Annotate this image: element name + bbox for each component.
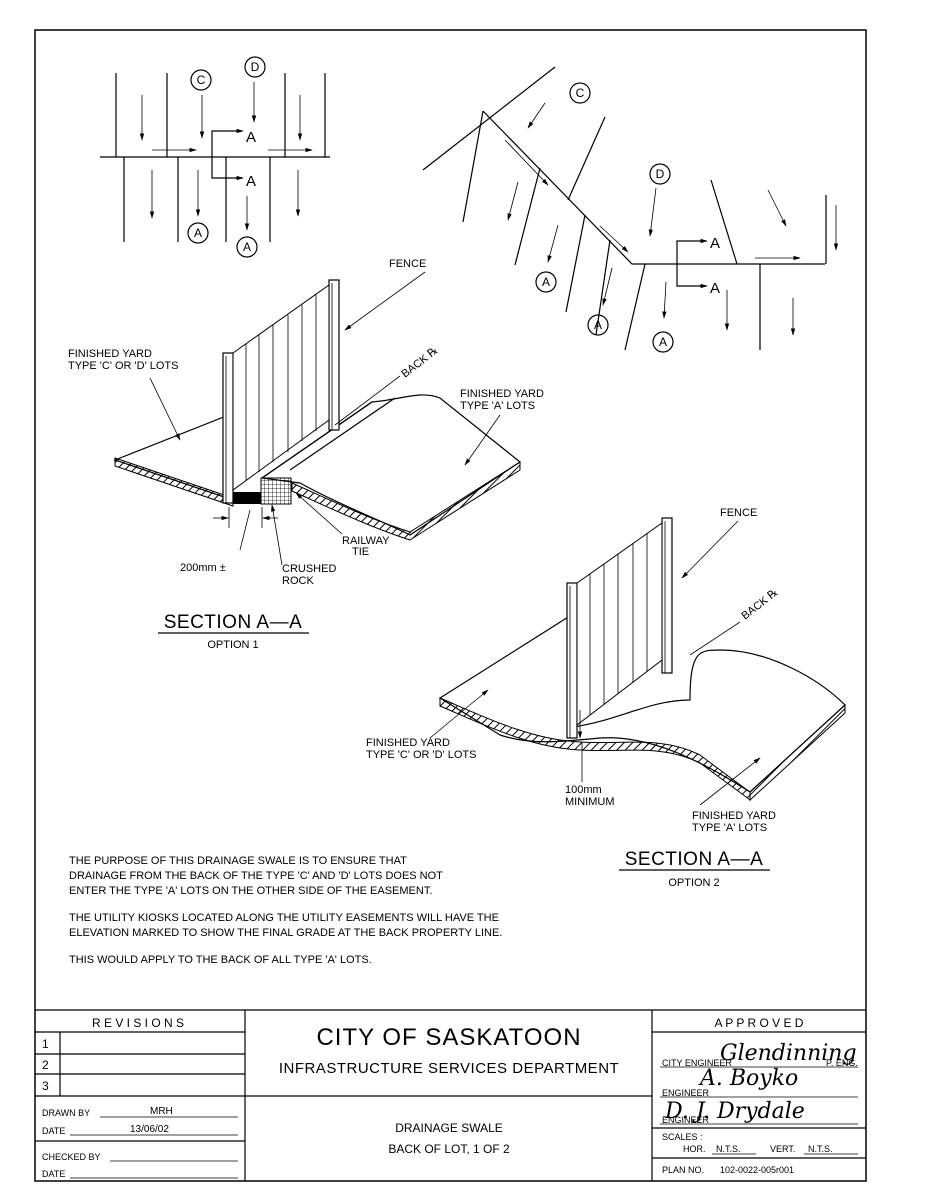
yard-label: TYPE 'A' LOTS	[692, 822, 767, 834]
scales-label: SCALES :	[662, 1132, 703, 1142]
approved-heading: A P P R O V E D	[715, 1016, 804, 1030]
department-name: INFRASTRUCTURE SERVICES DEPARTMENT	[279, 1060, 619, 1077]
lot-type-bubble: A	[542, 275, 550, 289]
railway-tie-label: RAILWAY	[342, 535, 390, 547]
revision-number: 3	[42, 1079, 49, 1093]
city-engineer-label: CITY ENGINEER	[662, 1058, 732, 1068]
lot-type-bubble: A	[194, 226, 202, 240]
lot-type-bubble: D	[656, 167, 665, 181]
section-mark: A	[246, 173, 257, 190]
crushed-rock-label: CRUSHED	[282, 563, 336, 575]
lot-type-bubble: A	[594, 318, 602, 332]
lot-type-bubble: D	[251, 60, 260, 74]
date-value: 13/06/02	[130, 1124, 169, 1135]
lot-type-bubble: C	[197, 73, 206, 87]
note-line: ENTER THE TYPE 'A' LOTS ON THE OTHER SID…	[69, 885, 432, 897]
engineer-label: ENGINEER	[662, 1088, 710, 1098]
plan-view-left: A A C D A A	[100, 56, 330, 258]
section-title: SECTION A—A	[625, 849, 764, 870]
organization-name: CITY OF SASKATOON	[316, 1024, 581, 1051]
fence-label: FENCE	[720, 507, 757, 519]
note-line: DRAINAGE FROM THE BACK OF THE TYPE 'C' A…	[69, 870, 443, 882]
general-notes: THE PURPOSE OF THIS DRAINAGE SWALE IS TO…	[69, 855, 502, 966]
section-title: SECTION A—A	[164, 612, 303, 633]
railway-tie-label: TIE	[352, 546, 369, 558]
yard-label: TYPE 'A' LOTS	[460, 400, 535, 412]
drawing-title: BACK OF LOT, 1 OF 2	[388, 1142, 510, 1156]
revision-number: 2	[42, 1058, 49, 1072]
yard-label: FINISHED YARD	[692, 810, 776, 822]
section-option-1: FENCE BACK ℞ FINISHED YARD TYPE 'C' OR '…	[68, 258, 544, 651]
date-label: DATE	[42, 1126, 65, 1136]
signature: D. J. Drydale	[664, 1099, 805, 1124]
signature: Glendinning	[720, 1041, 857, 1066]
revision-number: 1	[42, 1037, 49, 1051]
revisions-heading: R E V I S I O N S	[92, 1016, 184, 1030]
drawing-title: DRAINAGE SWALE	[395, 1121, 503, 1135]
plan-no-label: PLAN NO.	[662, 1165, 704, 1175]
note-line: THIS WOULD APPLY TO THE BACK OF ALL TYPE…	[69, 954, 372, 966]
back-pl-label: BACK ℞	[739, 587, 780, 623]
scale-vert-value: N.T.S.	[808, 1144, 833, 1154]
back-pl-label: BACK ℞	[399, 345, 440, 381]
scale-vert-label: VERT.	[770, 1144, 795, 1154]
section-subtitle: OPTION 1	[207, 639, 258, 651]
sheet-border	[34, 29, 867, 1182]
signature: A. Boyko	[698, 1066, 798, 1091]
drawn-by-value: MRH	[150, 1106, 173, 1117]
scale-hor-label: HOR.	[683, 1144, 706, 1154]
yard-label: FINISHED YARD	[460, 388, 544, 400]
lot-type-bubble: A	[243, 240, 251, 254]
engineer-label: ENGINEER	[662, 1115, 710, 1125]
date-label: DATE	[42, 1169, 65, 1179]
yard-label: TYPE 'C' OR 'D' LOTS	[68, 360, 178, 372]
title-block: R E V I S I O N S 1 2 3 DRAWN BY MRH DAT…	[35, 1009, 866, 1181]
minimum-depth-label: 100mm	[565, 784, 602, 796]
lot-type-bubble: C	[576, 86, 585, 100]
section-option-2: FENCE BACK ℞ FINISHED YARD TYPE 'C' OR '…	[366, 507, 846, 889]
section-mark: A	[710, 280, 721, 297]
crushed-rock-label: ROCK	[282, 575, 314, 587]
note-line: THE PURPOSE OF THIS DRAINAGE SWALE IS TO…	[69, 855, 407, 867]
yard-label: FINISHED YARD	[366, 737, 450, 749]
yard-label: TYPE 'C' OR 'D' LOTS	[366, 749, 476, 761]
note-line: ELEVATION MARKED TO SHOW THE FINAL GRADE…	[69, 927, 502, 939]
note-line: THE UTILITY KIOSKS LOCATED ALONG THE UTI…	[69, 912, 499, 924]
p-eng-label: P. ENG.	[826, 1058, 858, 1068]
plan-view-right: A A C D A A A	[422, 66, 839, 353]
section-mark: A	[710, 235, 721, 252]
lot-type-bubble: A	[659, 335, 667, 349]
yard-label: FINISHED YARD	[68, 348, 152, 360]
dimension-label: 200mm ±	[180, 562, 226, 574]
scale-hor-value: N.T.S.	[716, 1144, 741, 1154]
checked-by-label: CHECKED BY	[42, 1152, 101, 1162]
minimum-depth-label: MINIMUM	[565, 796, 615, 808]
plan-no-value: 102-0022-005r001	[720, 1165, 794, 1175]
drawn-by-label: DRAWN BY	[42, 1108, 90, 1118]
section-mark: A	[246, 129, 257, 146]
fence-label: FENCE	[389, 258, 426, 270]
section-subtitle: OPTION 2	[668, 877, 719, 889]
